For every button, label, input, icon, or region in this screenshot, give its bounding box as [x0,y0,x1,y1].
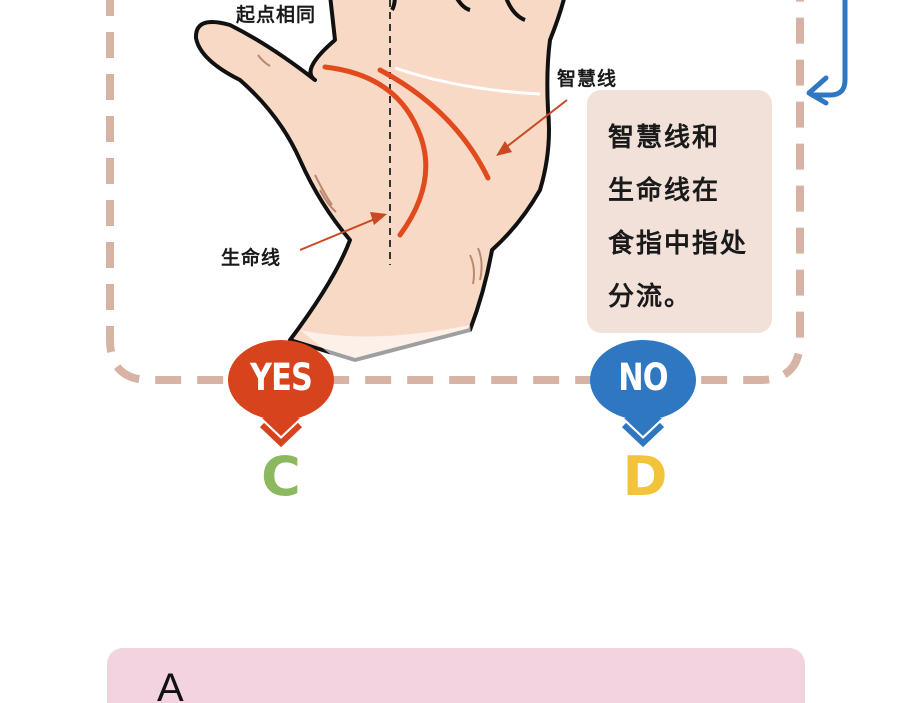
result-d[interactable]: D [622,445,668,508]
label-same-start: 起点相同 [236,4,317,26]
hand-illustration [193,0,568,370]
note-line: 分流。 [608,282,693,312]
yes-down-arrow-icon [259,422,303,448]
life-line-curve [322,64,429,238]
condition-note: 智慧线和 生命线在 食指中指处 分流。 [587,90,772,333]
wisdom-pointer [499,99,568,153]
no-badge [590,340,696,448]
palm-shape [193,0,566,362]
note-line: 智慧线和 [608,123,721,153]
note-line: 生命线在 [608,176,721,206]
label-life-line: 生命线 [221,247,282,269]
option-letter: A [157,666,184,703]
label-wisdom-line: 智慧线 [557,68,618,90]
result-c[interactable]: C [261,445,301,508]
note-line: 食指中指处 [608,229,749,259]
dashed-frame [106,0,804,384]
yes-button[interactable]: YES [249,356,313,399]
back-arrow-head [806,75,829,106]
life-pointer [299,215,383,251]
back-arrow [809,0,848,98]
no-button[interactable]: NO [618,356,668,399]
yes-badge [228,340,334,448]
no-down-arrow-icon [621,422,665,448]
option-card-a: A [107,648,805,703]
wisdom-line-curve [377,67,491,181]
